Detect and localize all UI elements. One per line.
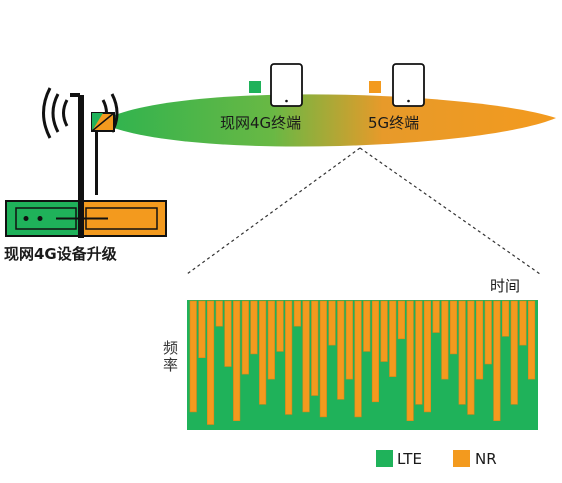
nr-bar [241, 300, 249, 375]
nr-bar [311, 300, 319, 396]
nr-bar [276, 300, 284, 352]
nr-bar [484, 300, 492, 365]
nr-bar [293, 300, 301, 327]
nr-bar [337, 300, 345, 400]
nr-bar [406, 300, 414, 421]
nr-terminal-marker [369, 81, 381, 93]
lte-terminal-marker [249, 81, 261, 93]
base-station-icon [5, 194, 167, 238]
nr-bar [371, 300, 380, 403]
nr-bar [233, 300, 241, 421]
legend-swatch-lte [376, 450, 393, 467]
nr-bar [397, 300, 406, 340]
antenna-icon [42, 87, 119, 195]
nr-bar [458, 300, 466, 405]
nr-bar [345, 300, 353, 380]
coverage-beam [100, 94, 556, 147]
nr-bar [259, 300, 267, 405]
zoom-line-left [186, 147, 361, 275]
nr-bar [224, 300, 232, 367]
legend-label-lte: LTE [397, 450, 422, 468]
nr-bar [380, 300, 388, 362]
nr-bar [432, 300, 440, 333]
nr-bar [449, 300, 458, 355]
nr-bar [250, 300, 258, 355]
nr-bar [207, 300, 215, 425]
nr-bar [198, 300, 206, 359]
legend-swatch-nr [453, 450, 470, 467]
nr-bar [215, 300, 223, 327]
nr-bar [285, 300, 293, 415]
nr-bar [423, 300, 432, 413]
nr-bar [519, 300, 527, 346]
nr-bar [328, 300, 336, 346]
nr-terminal-label: 5G终端 [368, 114, 420, 132]
nr-bars [189, 300, 536, 425]
nr-bar [363, 300, 371, 352]
lte-terminal-label: 现网4G终端 [220, 114, 302, 132]
nr-bar [415, 300, 423, 405]
zoom-line-right [359, 147, 541, 275]
nr-bar [475, 300, 484, 380]
nr-bar [189, 300, 197, 413]
frequency-axis-label: 频率 [163, 339, 179, 374]
nr-bar [527, 300, 536, 380]
legend-label-nr: NR [475, 450, 497, 468]
nr-bar [319, 300, 327, 418]
nr-bar [267, 300, 275, 380]
lte-phone-icon [270, 63, 303, 107]
device-upgrade-label: 现网4G设备升级 [4, 245, 117, 263]
time-axis-label: 时间 [490, 277, 521, 295]
nr-bar [510, 300, 518, 405]
nr-bar [493, 300, 501, 421]
nr-bar [441, 300, 449, 380]
nr-phone-icon [392, 63, 425, 107]
nr-bar [302, 300, 310, 413]
nr-bar [501, 300, 510, 337]
nr-bar [467, 300, 475, 415]
antenna-head-icon [91, 112, 115, 132]
nr-bar [389, 300, 397, 377]
nr-bar [354, 300, 362, 418]
